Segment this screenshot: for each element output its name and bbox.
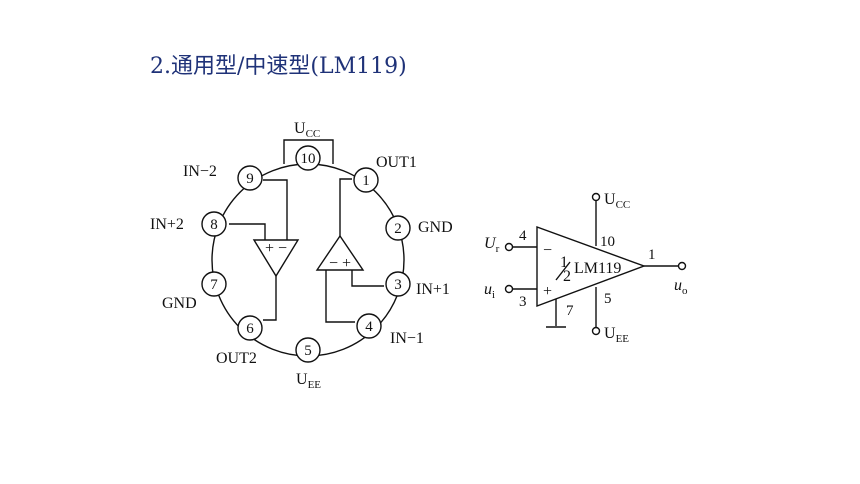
uee-terminal (591, 326, 601, 336)
pin-5: 5 (295, 337, 321, 363)
pin-number: 2 (394, 221, 402, 237)
slide-title: 2.通用型/中速型(LM119) (150, 54, 407, 79)
pin-8-name: IN+2 (150, 216, 184, 233)
pin-8: 8 (201, 211, 227, 237)
symbol-pin-5: 5 (604, 291, 612, 307)
pin-number: 7 (210, 277, 218, 293)
symbol-pin-10: 10 (600, 234, 615, 250)
pin-number: 10 (301, 151, 316, 167)
symbol-pin-4: 4 (519, 228, 527, 244)
pin-2: 2 (385, 215, 411, 241)
half-numerator: 1 (560, 254, 568, 271)
symbol-pin-1: 1 (648, 247, 656, 263)
pin-number: 5 (304, 343, 312, 359)
symbol-ui-label: ui (484, 281, 495, 301)
symbol-uo-label: uo (674, 277, 688, 297)
ucc-bracket (283, 139, 334, 164)
symbol-uee-label: UEE (604, 325, 629, 345)
ui-terminal (504, 284, 514, 294)
pin-number: 4 (365, 319, 373, 335)
pin-3-name: IN+1 (416, 281, 450, 298)
pin-10: 10 (295, 145, 321, 171)
package-ucc-label: UCC (294, 120, 320, 140)
comparator-2 (252, 239, 300, 278)
pin-9-name: IN−2 (183, 163, 217, 180)
symbol-ur-label: Ur (484, 235, 500, 255)
pin-2-name: GND (418, 219, 453, 236)
comparator-symbol: UCC 10 UEE 5 7 Ur 4 − ui 3 + 1 (484, 191, 688, 345)
internal-wiring (229, 178, 384, 323)
half-denominator: 2 (563, 268, 571, 285)
pin-1-name: OUT1 (376, 154, 417, 171)
pin-3: 3 (385, 271, 411, 297)
pin-4: 4 (356, 313, 382, 339)
pin-7: 7 (201, 271, 227, 297)
symbol-pin-7: 7 (566, 303, 574, 319)
pin-number: 9 (246, 171, 254, 187)
symbol-minus: − (543, 242, 552, 259)
pin-number: 8 (210, 217, 218, 233)
symbol-plus: + (543, 283, 552, 300)
pin-number: 6 (246, 321, 254, 337)
comparator-1-signs: − + (329, 255, 351, 272)
ur-terminal (504, 242, 514, 252)
pin-number: 3 (394, 277, 402, 293)
ucc-terminal (591, 192, 601, 202)
pin-number: 1 (362, 173, 370, 189)
uo-terminal (677, 261, 687, 271)
comparator-1 (315, 234, 365, 271)
pin-7-name: GND (162, 295, 197, 312)
pin-1: 1 (353, 167, 379, 193)
pin-4-name: IN−1 (390, 330, 424, 347)
symbol-pin-3: 3 (519, 294, 527, 310)
symbol-part-name: LM119 (574, 260, 621, 277)
symbol-ucc-label: UCC (604, 191, 630, 211)
comparator-2-signs: + − (265, 240, 287, 257)
package-uee-label: UEE (296, 371, 321, 391)
package-pinout: UCC + − − + (150, 120, 453, 391)
pin-6: 6 (237, 315, 263, 341)
symbol-triangle (536, 225, 647, 308)
pin-6-name: OUT2 (216, 350, 257, 367)
pin-9: 9 (237, 165, 263, 191)
